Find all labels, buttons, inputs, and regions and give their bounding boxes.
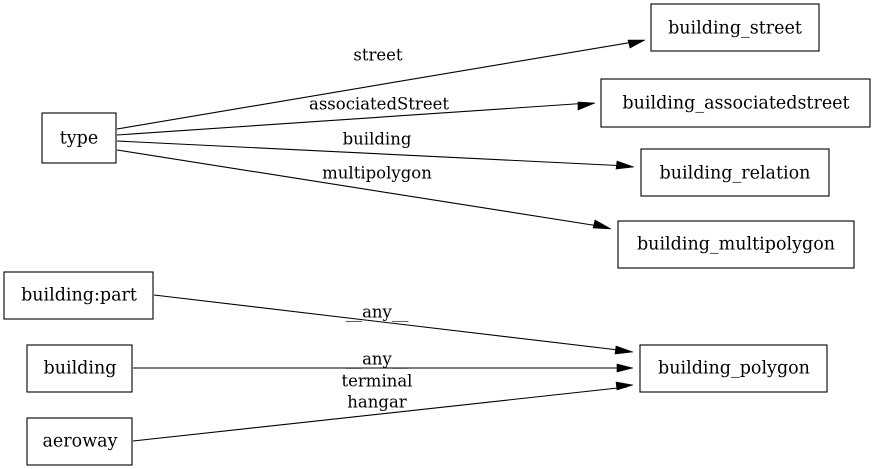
edge-label-hangar: hangar [347,393,406,412]
arrowhead-icon [627,39,646,49]
arrowhead-icon [592,219,612,230]
arrowhead-icon [614,345,634,355]
node-box[interactable] [3,271,154,320]
node-building-multipolygon[interactable]: building_multipolygon [617,220,855,269]
edge-label-terminal: terminal [342,372,413,391]
edge-line [132,386,628,442]
arrowhead-icon [615,381,634,391]
edge-line [116,140,629,167]
edge-line [153,294,628,352]
edge-type-building-street [116,39,646,130]
node-building[interactable]: building [26,344,133,393]
arrowhead-icon [577,101,596,111]
node-building-relation[interactable]: building_relation [640,148,830,197]
node-label: building [44,359,117,379]
node-box[interactable] [617,220,855,269]
node-label: building_street [668,19,802,39]
edge-line [116,40,640,130]
node-label: building_polygon [658,359,810,379]
node-box[interactable] [26,417,133,466]
node-label: type [60,129,98,149]
node-label: aeroway [43,432,118,452]
node-group: type building_street building_associated… [3,3,871,466]
edge-label-building: building [343,130,412,149]
node-building-part[interactable]: building:part [3,271,154,320]
edge-label-multipolygon: multipolygon [322,164,432,183]
edge-label-street: street [353,46,403,65]
edge-label-group: street associatedStreet building multipo… [309,46,449,412]
node-box[interactable] [650,3,820,52]
node-box[interactable] [26,344,133,393]
node-aeroway[interactable]: aeroway [26,417,133,466]
node-label: building_multipolygon [637,235,835,255]
edge-line [116,149,606,228]
node-building-associatedstreet[interactable]: building_associatedstreet [600,78,871,128]
node-building-polygon[interactable]: building_polygon [639,344,828,393]
node-label: building:part [21,286,137,306]
node-box[interactable] [639,344,828,393]
node-building-street[interactable]: building_street [650,3,820,52]
node-box[interactable] [41,112,117,164]
node-label: building_associatedstreet [622,94,849,114]
edge-type-building-multipolygon [116,149,612,230]
edge-label-any-building: __any__ [346,350,410,369]
arrowhead-icon [616,363,634,373]
edge-line [116,102,590,136]
edge-aeroway-building-polygon [132,381,634,442]
edge-buildingpart-building-polygon [153,294,634,355]
node-label: building_relation [660,164,811,184]
edge-label-any-part: __any__ [346,303,410,322]
edge-building-building-polygon [133,363,634,373]
node-box[interactable] [640,148,830,197]
edge-type-building-relation [116,140,635,170]
node-box[interactable] [600,78,871,128]
edge-group [116,39,646,442]
edge-type-building-associatedstreet [116,101,596,136]
edge-label-associatedstreet: associatedStreet [309,95,449,114]
node-type[interactable]: type [41,112,117,164]
arrowhead-icon [615,160,635,170]
